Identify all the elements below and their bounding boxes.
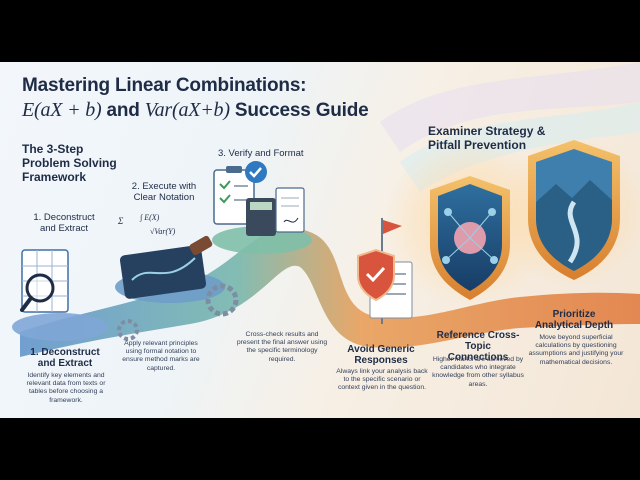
- brain-network-shield-icon: [430, 176, 510, 300]
- gear-icon: [205, 283, 239, 317]
- strategy-heading: Examiner Strategy & Pitfall Prevention: [428, 124, 546, 152]
- spreadsheet-magnifier-icon: [20, 249, 69, 313]
- strategy-2-title: Reference Cross-Topic Connections: [436, 330, 520, 363]
- step-2-description: Apply relevant principles using formal n…: [122, 340, 200, 372]
- step-1-description: Identify key elements and relevant data …: [26, 372, 106, 404]
- svg-text:Σ: Σ: [117, 216, 124, 226]
- winding-path: [20, 227, 640, 357]
- framework-heading: The 3-Step Problem Solving Framework: [22, 142, 117, 184]
- flag-shield-document-icon: [357, 218, 413, 324]
- title-and: and: [101, 100, 145, 121]
- page-title-line-1: Mastering Linear Combinations:: [22, 75, 307, 96]
- clipboard-calculator-icon: [213, 161, 305, 236]
- step-3-description: Cross-check results and present the fina…: [236, 331, 328, 363]
- svg-text:∫ E(X): ∫ E(X): [139, 213, 160, 222]
- tablet-formula-icon: Σ ∫ E(X) √Var(Y): [117, 213, 213, 299]
- title-formula-expectation: E(aX + b): [22, 99, 102, 121]
- title-formula-variance: Var(aX+b): [144, 99, 230, 121]
- step-2-label: 2. Execute with Clear Notation: [131, 181, 197, 203]
- landscape-shield-icon: [528, 140, 620, 280]
- infographic-poster: Σ ∫ E(X) √Var(Y): [0, 62, 640, 418]
- wave-decoration: [380, 62, 640, 152]
- title-suffix: Success Guide: [229, 100, 369, 121]
- gear-icon: [117, 319, 139, 341]
- step-1-label: 1. Deconstruct and Extract: [33, 212, 95, 234]
- strategy-3-description: Move beyond superficial calculations by …: [528, 334, 624, 366]
- strategy-3-title: Prioritize Analytical Depth: [534, 309, 614, 331]
- step-1-title: 1. Deconstruct and Extract: [30, 347, 100, 369]
- strategy-1-title: Avoid Generic Responses: [347, 344, 415, 366]
- step-platform: [12, 313, 108, 341]
- strategy-1-description: Always link your analysis back to the sp…: [336, 368, 428, 392]
- strategy-2-description: Higher marks are achieved by candidates …: [432, 356, 524, 388]
- step-3-label: 3. Verify and Format: [218, 148, 304, 159]
- svg-text:√Var(Y): √Var(Y): [150, 227, 176, 236]
- page-title-line-2: E(aX + b) and Var(aX+b) Success Guide: [22, 99, 369, 122]
- step-platform: [212, 226, 312, 254]
- background-art: Σ ∫ E(X) √Var(Y): [12, 62, 640, 357]
